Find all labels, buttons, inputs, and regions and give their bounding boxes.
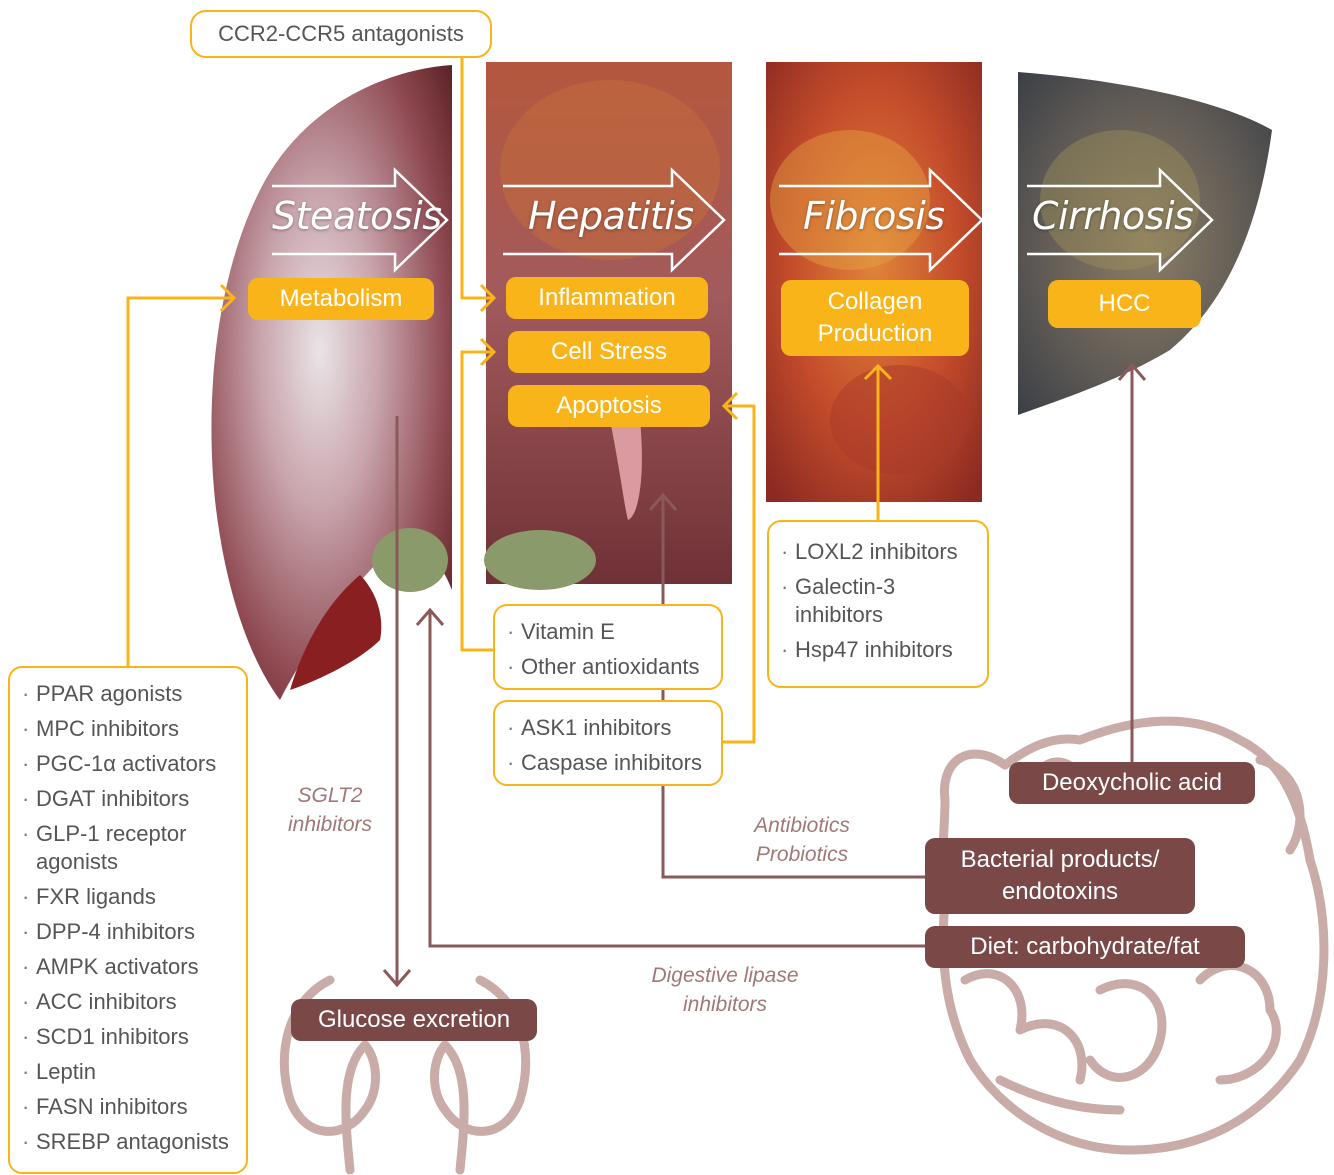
sglt2-note: SGLT2 inhibitors	[270, 781, 390, 839]
liver-cirrhosis-image	[1018, 72, 1272, 415]
collagen-line-1: Collagen	[828, 286, 923, 318]
fibrosis-drugs-box: LOXL2 inhibitors Galectin-3 inhibitors H…	[767, 520, 989, 688]
drug-item: Leptin	[22, 1058, 246, 1086]
drug-item: MPC inhibitors	[22, 715, 246, 743]
drug-item: FXR ligands	[22, 883, 246, 911]
drug-item: AMPK activators	[22, 953, 246, 981]
drug-item: SCD1 inhibitors	[22, 1023, 246, 1051]
antibiotics-line: Antibiotics	[722, 811, 882, 840]
bacterial-line-1: Bacterial products/	[961, 844, 1160, 876]
lipase-line-2: inhibitors	[630, 990, 820, 1019]
stage-fibrosis: Fibrosis	[803, 194, 945, 238]
diet-box: Diet: carbohydrate/fat	[925, 926, 1245, 968]
ccr2-ccr5-label: CCR2-CCR5 antagonists	[218, 21, 464, 47]
drug-item: Vitamin E	[507, 618, 721, 646]
drug-item: ACC inhibitors	[22, 988, 246, 1016]
drug-item: Caspase inhibitors	[507, 749, 721, 777]
drug-item: SREBP antagonists	[22, 1128, 246, 1156]
drug-item: Other antioxidants	[507, 653, 721, 681]
collagen-line-2: Production	[818, 318, 933, 350]
lipase-note: Digestive lipase inhibitors	[630, 961, 820, 1019]
stage-hepatitis: Hepatitis	[528, 194, 694, 238]
sglt2-line-2: inhibitors	[270, 810, 390, 839]
drug-item: Galectin-3 inhibitors	[781, 573, 945, 629]
hcc-box: HCC	[1048, 280, 1201, 328]
drug-item: PPAR agonists	[22, 680, 246, 708]
glucose-excretion-box: Glucose excretion	[291, 999, 537, 1041]
drug-item: ASK1 inhibitors	[507, 714, 721, 742]
drug-item: PGC-1α activators	[22, 750, 246, 778]
apoptosis-drugs-box: ASK1 inhibitors Caspase inhibitors	[493, 700, 723, 786]
collagen-production-box: Collagen Production	[781, 280, 969, 356]
probiotics-line: Probiotics	[722, 840, 882, 869]
apoptosis-box: Apoptosis	[508, 385, 710, 427]
stage-cirrhosis: Cirrhosis	[1032, 194, 1193, 238]
lipase-line-1: Digestive lipase	[630, 961, 820, 990]
metabolic-drugs-box: PPAR agonists MPC inhibitors PGC-1α acti…	[8, 666, 248, 1174]
ccr2-ccr5-box: CCR2-CCR5 antagonists	[190, 10, 492, 58]
inflammation-box: Inflammation	[506, 277, 708, 319]
bacterial-line-2: endotoxins	[1002, 876, 1118, 908]
liver-hepatitis-image	[484, 62, 732, 590]
drug-item: GLP-1 receptor agonists	[22, 820, 226, 876]
drug-item: DGAT inhibitors	[22, 785, 246, 813]
bacterial-products-box: Bacterial products/ endotoxins	[925, 838, 1195, 914]
sglt2-line-1: SGLT2	[270, 781, 390, 810]
stage-steatosis: Steatosis	[272, 194, 442, 238]
drug-item: FASN inhibitors	[22, 1093, 246, 1121]
drug-item: DPP-4 inhibitors	[22, 918, 246, 946]
antioxidants-box: Vitamin E Other antioxidants	[493, 604, 723, 690]
drug-item: Hsp47 inhibitors	[781, 636, 987, 664]
cell-stress-box: Cell Stress	[508, 331, 710, 373]
drug-item: LOXL2 inhibitors	[781, 538, 987, 566]
deoxycholic-acid-box: Deoxycholic acid	[1009, 762, 1255, 804]
liver-steatosis-image	[211, 65, 452, 700]
antibiotics-note: Antibiotics Probiotics	[722, 811, 882, 869]
metabolism-box: Metabolism	[248, 278, 434, 320]
